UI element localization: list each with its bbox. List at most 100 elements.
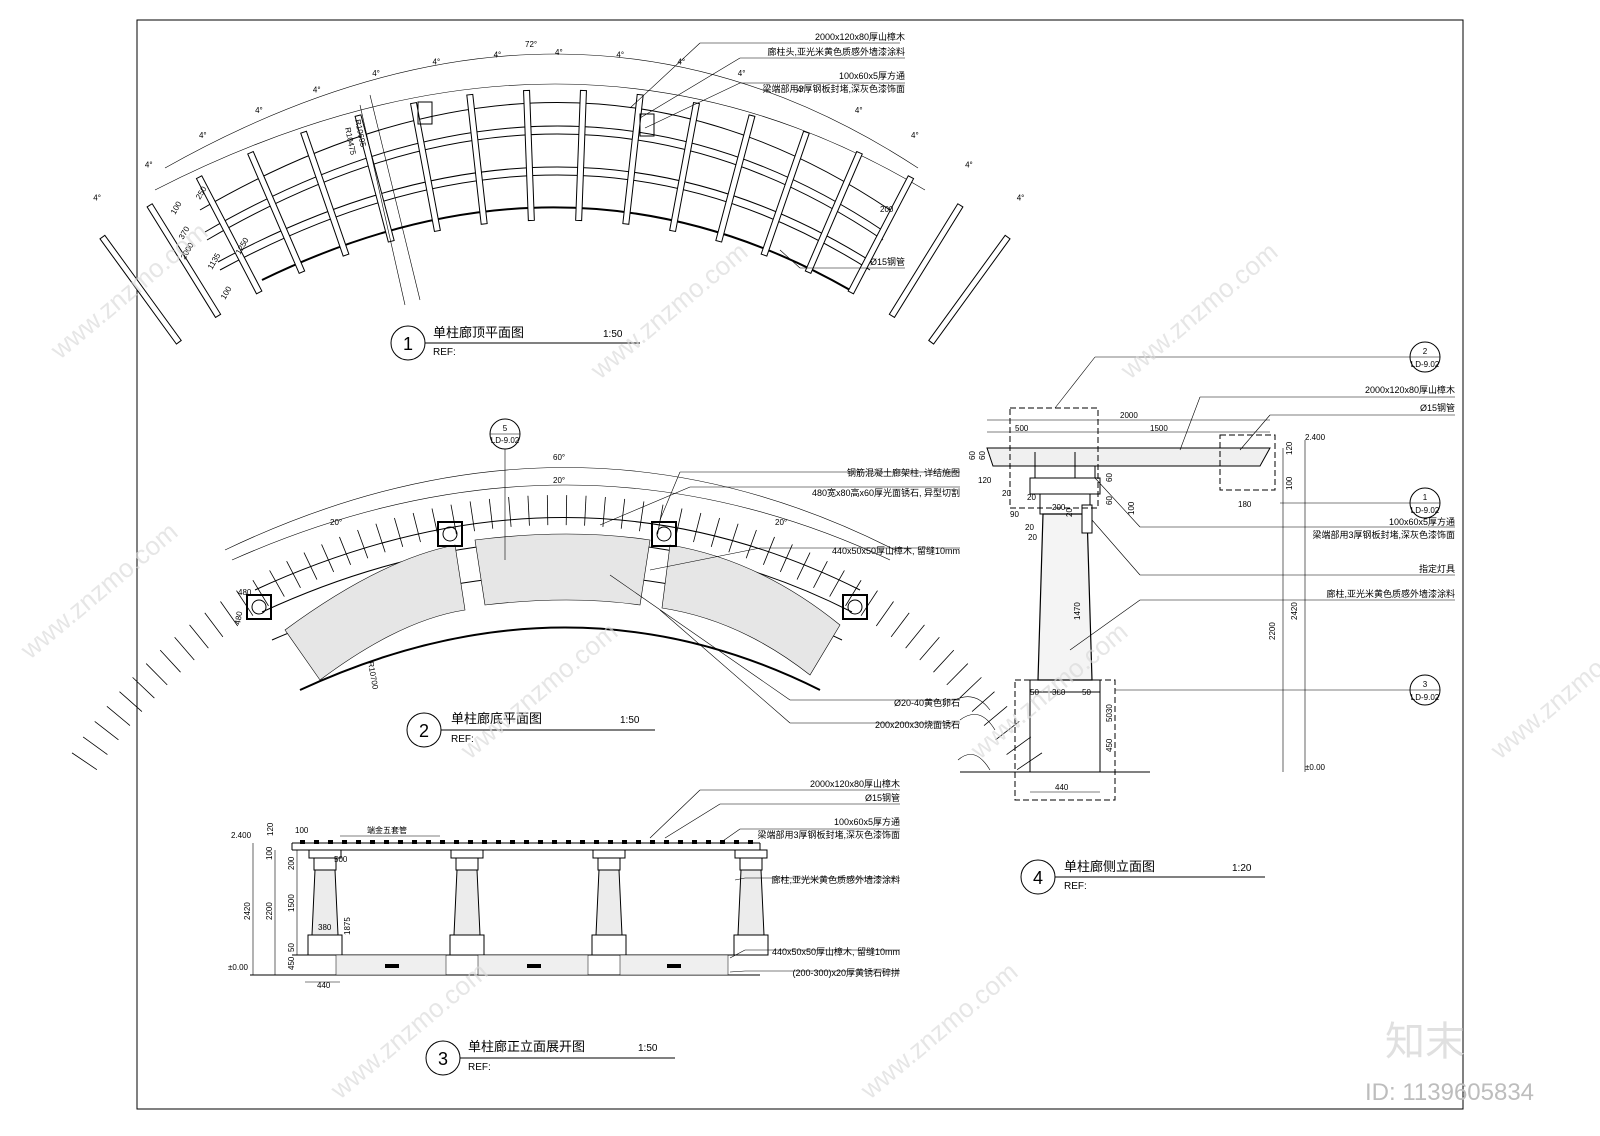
column-neck: [598, 858, 620, 870]
angle-step-label: 20°: [330, 518, 342, 527]
radius-leader: [360, 105, 405, 305]
angle-step-label: 20°: [553, 476, 565, 485]
watermark-site: www.znzmo.com: [324, 956, 493, 1105]
dim-label: 2420: [1290, 602, 1299, 620]
note-text: Ø15钢管: [870, 256, 905, 267]
callout-sheet: LD-9.02: [1411, 693, 1440, 702]
roof-rafter: [716, 115, 755, 242]
note-text: 2000x120x80厚山樟木: [810, 778, 900, 789]
drawing-scale: 1:50: [620, 715, 640, 726]
purlin-tick: [538, 840, 543, 844]
note-text: 廊柱头,亚光米黄色质感外墙漆涂料: [767, 46, 905, 57]
timber-slat: [413, 513, 420, 542]
purlin-tick: [552, 840, 557, 844]
roof-rafter: [301, 131, 349, 256]
dim-label: 2200: [265, 902, 274, 920]
timber-slat: [304, 553, 317, 580]
callout-leader: [1055, 357, 1410, 408]
column-square: [843, 595, 867, 619]
note-text: Ø15钢管: [865, 792, 900, 803]
timber-slat: [470, 501, 474, 531]
angle-step-label: 4°: [677, 57, 685, 66]
callout-number: 2: [1423, 347, 1428, 356]
watermark-site: www.znzmo.com: [1114, 236, 1283, 385]
timber-slat: [528, 496, 529, 526]
dim-label: 200: [287, 856, 296, 870]
roof-rafter: [929, 235, 1010, 344]
dim-label: 450: [1105, 738, 1114, 752]
watermark-site: www.znzmo.com: [584, 236, 753, 385]
note-text: 100x60x5厚方通: [834, 816, 900, 827]
timber-slat: [270, 570, 285, 596]
drawing-scale: 1:50: [638, 1043, 658, 1054]
roof-rafter: [670, 103, 700, 232]
dim-label: 100: [265, 846, 274, 860]
purlin-tick: [622, 840, 627, 844]
purlin-tick: [692, 840, 697, 844]
roof-rafter: [524, 90, 535, 220]
note-leader: [1180, 397, 1455, 450]
column-square: [247, 595, 271, 619]
dim-label: 50: [287, 943, 296, 952]
pebble-panel: [475, 534, 650, 605]
timber-slat: [175, 637, 195, 660]
timber-slat: [394, 518, 402, 547]
angle-step-label: 4°: [738, 69, 746, 78]
purlin-tick: [398, 840, 403, 844]
note-text: 100x60x5厚方通: [1389, 516, 1455, 527]
note-text: Ø20-40黄色卵石: [894, 697, 960, 708]
dim-label: 200: [1052, 503, 1066, 512]
timber-slat: [205, 613, 223, 637]
purlin-tick: [510, 840, 515, 844]
timber-slat: [780, 544, 792, 571]
column-circle: [443, 527, 457, 541]
note-text: (200-300)x20厚黄锈石碎拼: [792, 967, 900, 978]
roof-rafter: [576, 90, 587, 220]
angle-step-label: 4°: [145, 160, 153, 169]
timber-slat: [95, 721, 119, 739]
drawing-title: 单柱廊顶平面图: [433, 325, 524, 340]
timber-slat: [160, 650, 180, 672]
level-top: 2.400: [231, 831, 252, 840]
purlin-tick: [650, 840, 655, 844]
note-text: 廊柱,亚光米黄色质感外墙漆涂料: [771, 874, 900, 885]
dim-label: 450: [287, 956, 296, 970]
angle-step-label: 4°: [313, 85, 321, 94]
dim-label: 500: [1015, 424, 1029, 433]
top-label: 端金五套管: [367, 825, 407, 835]
drawing-number: 3: [438, 1049, 448, 1069]
drawing-title: 单柱廊正立面展开图: [468, 1039, 585, 1054]
timber-slat: [960, 677, 982, 698]
purlin-tick: [594, 840, 599, 844]
drawing-ref: REF:: [468, 1062, 491, 1073]
timber-slat: [107, 706, 130, 725]
angle-step-label: 4°: [255, 106, 263, 115]
watermark-site: www.znzmo.com: [454, 616, 623, 765]
side-elevation: 2000 500 1500 60 60 120 20 20 90 20 200 …: [955, 342, 1455, 894]
callout-number: 3: [1423, 680, 1428, 689]
dim-label: 480: [233, 610, 244, 625]
dim-label: 20: [1028, 533, 1037, 542]
column-neck: [314, 858, 336, 870]
timber-slat: [253, 580, 269, 606]
roof-rafters: [100, 90, 1010, 344]
timber-slat: [639, 501, 643, 531]
dim-label: 50: [1082, 688, 1091, 697]
dim-label: 2420: [243, 902, 252, 920]
purlin-tick: [734, 840, 739, 844]
dim-label: 20: [1065, 508, 1074, 517]
column-capital: [1030, 478, 1100, 494]
dim-label: 100: [1285, 476, 1294, 490]
roof-arc-beam-c: [218, 167, 872, 262]
timber-slat: [489, 499, 492, 529]
purlin-tick: [496, 840, 501, 844]
timber-slat: [133, 677, 155, 698]
watermark-site: www.znzmo.com: [1484, 616, 1600, 765]
column-circle: [848, 600, 862, 614]
timber-slat: [83, 737, 107, 755]
dim-label: 20: [1027, 493, 1036, 502]
front-elevation: 端金五套管 2.400 ±0.00 120 100 100 2420 2200 …: [228, 778, 900, 1075]
timber-slat: [891, 613, 909, 637]
purlin-tick: [566, 840, 571, 844]
